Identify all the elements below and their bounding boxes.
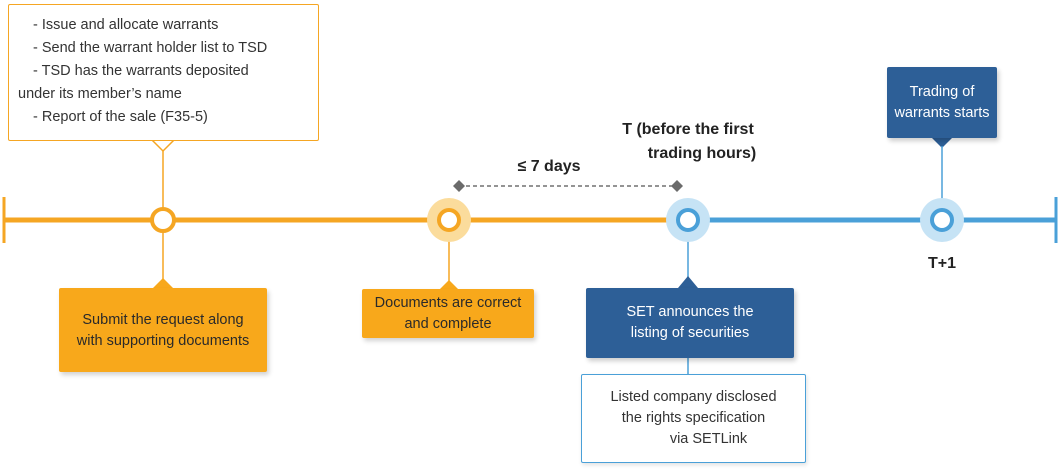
t-plus-1-label: T+1 <box>927 255 956 272</box>
t-label-line-2: trading hours) <box>647 145 757 162</box>
documents-line: Documents are correct <box>374 294 522 311</box>
submit-pointer <box>153 278 173 288</box>
duration-left-diamond <box>453 180 465 192</box>
documents-complete-box: Documents are correct and complete <box>362 289 534 338</box>
top-note-line: - Send the warrant holder list to TSD <box>33 40 268 56</box>
disclose-line: via SETLink <box>669 431 748 447</box>
disclose-line: the rights specification <box>621 410 766 426</box>
t-label: T (before the first trading hours) <box>598 118 778 166</box>
top-note-line: - TSD has the warrants deposited <box>33 63 249 79</box>
marker-submit <box>150 207 176 233</box>
trading-starts-box: Trading of warrants starts <box>887 67 997 138</box>
disclose-line: Listed company disclosed <box>610 389 777 405</box>
submit-line: with supporting documents <box>76 333 250 349</box>
set-announces-box: SET announces the listing of securities <box>586 288 794 358</box>
trading-line: Trading of <box>909 83 975 100</box>
trading-pointer <box>932 138 952 148</box>
rights-disclosure-box: Listed company disclosed the rights spec… <box>581 374 806 463</box>
submit-request-box: Submit the request along with supporting… <box>59 288 267 372</box>
top-note-box: - Issue and allocate warrants - Send the… <box>8 4 319 141</box>
documents-line: and complete <box>404 315 492 332</box>
documents-pointer <box>440 280 458 289</box>
top-note-line: under its member’s name <box>18 86 182 102</box>
top-note-line: - Report of the sale (F35-5) <box>33 109 208 125</box>
duration-right-diamond <box>671 180 683 192</box>
announce-line: listing of securities <box>630 325 750 341</box>
announce-line: SET announces the <box>626 304 754 320</box>
marker-announce <box>666 198 710 242</box>
announce-pointer <box>678 276 698 288</box>
t-label-line-1: T (before the first <box>622 121 754 138</box>
trading-line: warrants starts <box>894 104 990 121</box>
note-pointer <box>150 139 176 153</box>
marker-trading <box>920 198 964 242</box>
marker-documents <box>427 198 471 242</box>
top-note-line: - Issue and allocate warrants <box>33 17 219 33</box>
duration-label: ≤ 7 days <box>517 158 581 175</box>
submit-line: Submit the request along <box>82 312 244 328</box>
